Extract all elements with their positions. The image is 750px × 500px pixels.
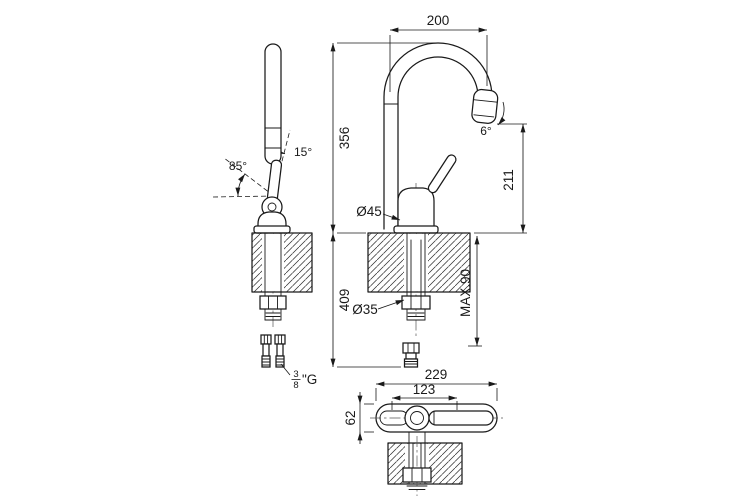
thread-denominator-label: 8 (293, 380, 298, 391)
swivel-ray-a (212, 195, 275, 198)
supply-hose-fittings (260, 334, 286, 368)
mixer-body-front (397, 187, 435, 231)
thread-leader (280, 363, 291, 376)
dim-max90-label: MAX.90 (458, 269, 473, 317)
mounting-shank-bottom (402, 431, 432, 496)
thread-numerator-label: 3 (293, 369, 298, 380)
dim-409-label: 409 (337, 289, 352, 312)
spout-angle-arc (497, 101, 506, 126)
dim-229-label: 229 (425, 367, 448, 382)
dim-123-label: 123 (413, 382, 436, 397)
mounting-nut-front (401, 295, 431, 310)
angle-15-label: 15° (294, 145, 312, 159)
swivel-arc (235, 173, 246, 197)
swivel-ray-b (223, 157, 275, 197)
mounting-nut-bottom (402, 467, 432, 483)
pivot-joint-inner (267, 202, 277, 212)
handle-lever-side (266, 159, 283, 203)
mounting-nut-side (259, 295, 287, 310)
thread-size-label: "G (302, 372, 317, 387)
gooseneck-spout-inner (397, 56, 479, 230)
dim-211-label: 211 (501, 169, 516, 191)
countertop-section-front (367, 232, 471, 293)
side-view (212, 43, 313, 376)
body-top-view (404, 405, 430, 431)
handle-lever-front (427, 154, 457, 194)
base-flange-side (253, 225, 291, 234)
handle-top-view (428, 410, 494, 426)
cartridge-circle (410, 411, 424, 425)
dia-45-leader (382, 213, 401, 221)
hose-fitting-front (402, 342, 420, 368)
mounting-shank-front (401, 232, 431, 321)
angle-6-label: 6° (480, 124, 492, 138)
plan-view (370, 403, 503, 496)
dia-35-label: Ø35 (352, 302, 378, 317)
countertop-section-side (251, 232, 313, 293)
dimensions: 200 356 409 211 MAX.90 6° Ø45 Ø35 85° 15… (229, 13, 527, 444)
dim-200-label: 200 (427, 13, 450, 28)
dia-45-label: Ø45 (356, 204, 382, 219)
spout-side-profile (264, 43, 282, 165)
dim-356-label: 356 (337, 127, 352, 150)
base-flange-front (393, 225, 439, 234)
mounting-shank-side (259, 232, 287, 321)
dia-35-leader (377, 299, 405, 310)
angle-85-label: 85° (229, 159, 247, 173)
dim-62-label: 62 (343, 410, 358, 425)
front-view (367, 42, 499, 368)
spray-head (471, 88, 499, 124)
